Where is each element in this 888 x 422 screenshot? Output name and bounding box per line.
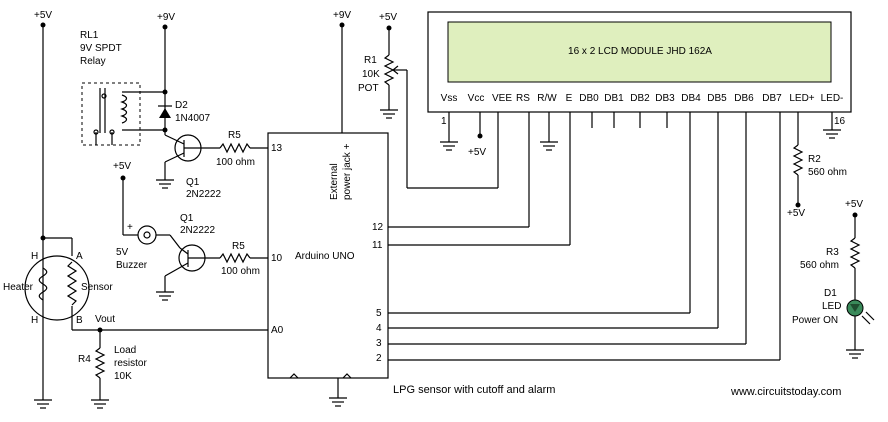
resistor-r5-top <box>219 142 268 154</box>
lcd-pin-led-plus: LED+ <box>789 93 814 104</box>
arduino-pin-a0: A0 <box>271 325 284 336</box>
lcd-pin-stubs <box>440 112 841 360</box>
led-d1-ref: D1 <box>824 288 837 299</box>
pot-ref: R1 <box>364 55 377 66</box>
resistor-r3-value: 560 ohm <box>800 260 839 271</box>
supply-5v-led: +5V <box>845 199 863 210</box>
resistor-r2-ref: R2 <box>808 154 821 165</box>
relay-type: 9V SPDT <box>80 43 122 54</box>
resistor-r5-bottom <box>219 252 268 264</box>
arduino-name: Arduino UNO <box>295 251 355 262</box>
diagram-caption: LPG sensor with cutoff and alarm <box>393 384 555 396</box>
lcd-pin-led-minus: LED- <box>821 93 844 104</box>
lcd-pin-e: E <box>566 93 573 104</box>
transistor-bottom <box>156 244 220 301</box>
lcd-pin-vss: Vss <box>441 93 458 104</box>
sensor-a: A <box>76 251 83 262</box>
transistor-top <box>156 134 220 189</box>
lcd-pin-rw: R/W <box>537 93 557 104</box>
lcd-pin-last-number: 16 <box>834 116 846 127</box>
relay-ref: RL1 <box>80 30 99 41</box>
potentiometer-r1 <box>380 25 498 189</box>
ground-symbol <box>34 399 52 409</box>
pot-type: POT <box>358 83 379 94</box>
lcd-pin-db3: DB3 <box>655 93 675 104</box>
led-d1-type: LED <box>822 301 841 312</box>
arduino-jack-line2: power jack + <box>342 143 353 200</box>
lcd-pin-labels: Vss Vcc VEE RS R/W E DB0 DB1 DB2 DB3 DB4… <box>441 93 844 104</box>
lcd-pin-rs: RS <box>516 93 530 104</box>
lcd-pin-db6: DB6 <box>734 93 754 104</box>
arduino-pin-12: 12 <box>372 222 384 233</box>
arduino-pin-3: 3 <box>376 338 382 349</box>
load-resistor-line2: resistor <box>114 358 147 369</box>
arduino-jack-line1: External <box>329 163 340 200</box>
transistor-top-part: 2N2222 <box>186 189 221 200</box>
buzzer-label1: 5V <box>116 247 129 258</box>
lcd-vcc-supply: +5V <box>468 147 486 158</box>
left-supply-rail <box>40 22 73 400</box>
pot-value: 10K <box>362 69 380 80</box>
power-led-circuit <box>846 212 875 359</box>
led-d1-label: Power ON <box>792 315 838 326</box>
website-label: www.circuitstoday.com <box>730 386 841 398</box>
buzzer-label2: Buzzer <box>116 260 148 271</box>
load-resistor-line1: Load <box>114 345 136 356</box>
diode-d2-part: 1N4007 <box>175 113 210 124</box>
lcd-pin-db4: DB4 <box>681 93 701 104</box>
resistor-r3-ref: R3 <box>826 247 839 258</box>
relay-supply-wiring <box>122 24 168 135</box>
arduino-pin-2: 2 <box>376 353 382 364</box>
supply-9v-arduino: +9V <box>333 10 351 21</box>
load-resistor-value: 10K <box>114 371 132 382</box>
resistor-r5-bottom-ref: R5 <box>232 241 245 252</box>
supply-9v-relay: +9V <box>157 12 175 23</box>
lcd-module <box>427 11 852 113</box>
resistor-r5-top-ref: R5 <box>228 130 241 141</box>
load-resistor-ref: R4 <box>78 354 91 365</box>
sensor-heater-label: Heater <box>3 282 34 293</box>
lcd-pin-db0: DB0 <box>579 93 599 104</box>
diode-d2 <box>158 105 172 118</box>
buzzer <box>137 225 157 245</box>
transistor-bottom-part: 2N2222 <box>180 225 215 236</box>
relay-name: Relay <box>80 56 106 67</box>
sensor-label: Sensor <box>81 282 113 293</box>
arduino-pin-11: 11 <box>372 240 383 251</box>
relay <box>81 82 141 146</box>
lcd-pin-vcc: Vcc <box>468 93 485 104</box>
sensor-h-top: H <box>31 251 38 262</box>
buzzer-plus: + <box>127 222 133 233</box>
lcd-pin-first-number: 1 <box>441 116 447 127</box>
transistor-bottom-ref: Q1 <box>180 213 194 224</box>
resistor-r2-value: 560 ohm <box>808 167 847 178</box>
resistor-r5-bottom-value: 100 ohm <box>221 266 260 277</box>
sensor-h-bottom: H <box>31 315 38 326</box>
arduino-pin-13: 13 <box>271 143 283 154</box>
arduino-pin-4: 4 <box>376 323 382 334</box>
r2-supply: +5V <box>787 208 805 219</box>
transistor-top-ref: Q1 <box>186 177 200 188</box>
resistor-r5-top-value: 100 ohm <box>216 157 255 168</box>
lcd-pin-db1: DB1 <box>604 93 624 104</box>
supply-5v-left: +5V <box>34 10 52 21</box>
arduino-pin-10: 10 <box>271 253 283 264</box>
arduino-board <box>267 22 389 407</box>
lcd-pin-db2: DB2 <box>630 93 650 104</box>
buzzer-wiring <box>120 175 181 249</box>
lcd-title: 16 x 2 LCD MODULE JHD 162A <box>568 46 712 57</box>
lcd-pin-vee: VEE <box>492 93 512 104</box>
sensor-b: B <box>76 315 83 326</box>
lpg-sensor <box>24 255 90 330</box>
supply-5v-pot: +5V <box>379 12 397 23</box>
lcd-pin-db7: DB7 <box>762 93 782 104</box>
vout-wire <box>72 327 268 409</box>
supply-5v-buzzer: +5V <box>113 161 131 172</box>
lcd-pin-db5: DB5 <box>707 93 727 104</box>
arduino-pin-5: 5 <box>376 308 382 319</box>
diode-d2-ref: D2 <box>175 100 188 111</box>
vout-label: Vout <box>95 314 115 325</box>
lcd-data-wiring <box>388 226 780 361</box>
